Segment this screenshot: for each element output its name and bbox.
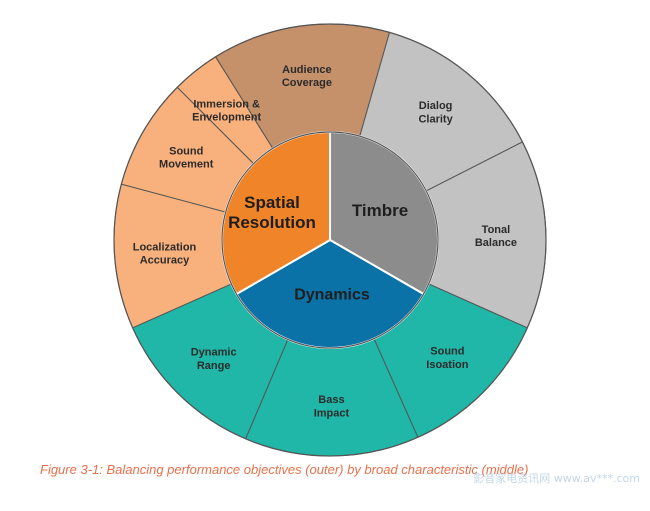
outer-label-dialog-clarity-line: Clarity — [418, 113, 453, 125]
outer-label-audience-coverage-line: Audience — [282, 64, 332, 76]
inner-ring — [221, 130, 439, 349]
outer-label-immersion-envelopment-line: Envelopment — [192, 112, 261, 124]
outer-label-tonal-balance-line: Tonal — [482, 224, 511, 236]
outer-label-immersion-envelopment-line: Immersion & — [193, 98, 260, 110]
watermark: 影音家电资讯网 www.av***.com — [473, 472, 640, 485]
outer-label-tonal-balance-line: Balance — [475, 237, 517, 249]
outer-label-sound-movement-line: Movement — [159, 158, 214, 170]
inner-label-timbre: Timbre — [352, 201, 408, 220]
outer-label-audience-coverage-line: Coverage — [282, 77, 332, 89]
inner-label-spatial-resolution-line: Spatial — [244, 193, 300, 212]
outer-label-sound-movement-line: Sound — [169, 145, 203, 157]
outer-label-bass-impact-line: Impact — [314, 407, 350, 419]
outer-ring-outline — [113, 23, 547, 457]
outer-label-sound-isoation-line: Isoation — [426, 359, 468, 371]
inner-ring-outline — [221, 131, 439, 349]
inner-label-dynamics: Dynamics — [294, 287, 370, 304]
outer-label-localization-accuracy-line: Localization — [133, 241, 197, 253]
inner-label-dynamics-line: Dynamics — [294, 287, 370, 304]
outer-label-immersion-envelopment: Immersion & Envelopment — [192, 98, 261, 123]
outer-label-localization-accuracy-line: Accuracy — [140, 254, 190, 266]
outer-label-dynamic-range-line: Dynamic — [191, 347, 237, 359]
outer-label-dynamic-range-line: Range — [197, 360, 231, 372]
outer-label-dialog-clarity-line: Dialog — [419, 100, 453, 112]
figure-caption: Figure 3-1: Balancing performance object… — [40, 462, 529, 477]
inner-label-timbre-line: Timbre — [352, 201, 408, 220]
inner-label-spatial-resolution-line: Resolution — [228, 213, 316, 232]
outer-label-bass-impact-line: Bass — [318, 394, 344, 406]
outer-label-sound-isoation-line: Sound — [430, 346, 464, 358]
outer-ring — [113, 23, 547, 457]
